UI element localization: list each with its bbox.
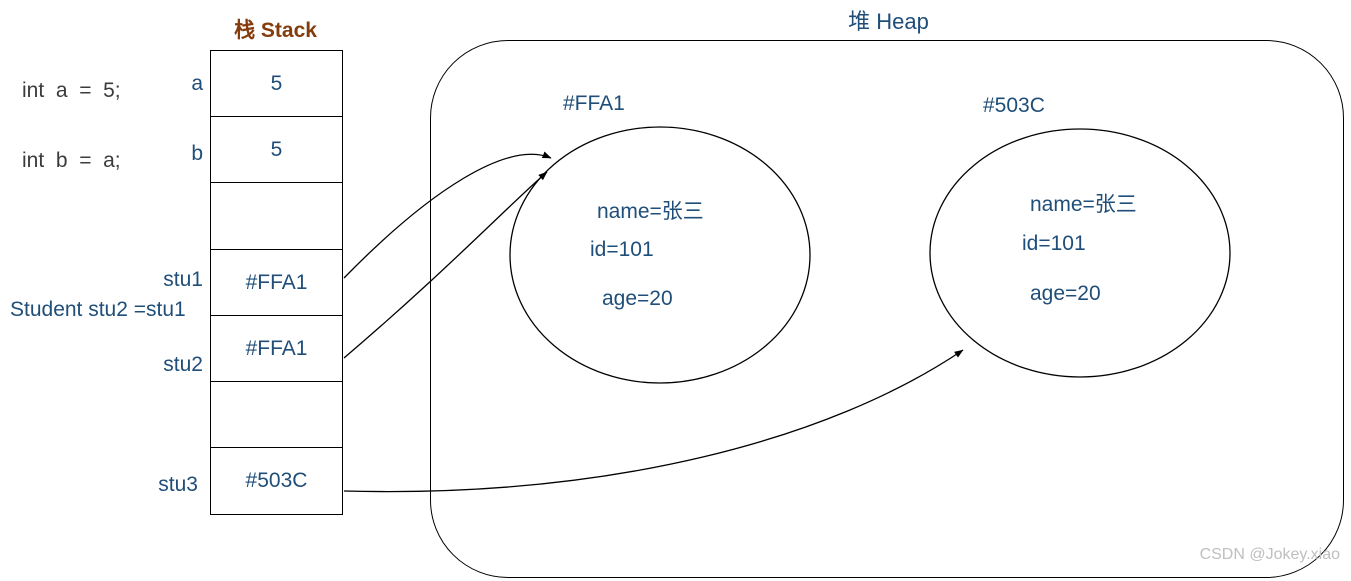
code-line-int-b: int b = a; bbox=[22, 149, 121, 172]
stack-cell-value: #FFA1 bbox=[245, 270, 308, 294]
heap-503c-name: name=张三 bbox=[1030, 193, 1137, 216]
watermark: CSDN @Jokey.xiao bbox=[1199, 546, 1340, 563]
heap-title: 堆 Heap bbox=[848, 9, 929, 34]
stack-cell-value: #FFA1 bbox=[245, 336, 308, 360]
heap-address-503c: #503C bbox=[983, 94, 1045, 117]
stack-var-label-stu1: stu1 bbox=[163, 268, 203, 291]
heap-address-ffa1: #FFA1 bbox=[563, 92, 625, 115]
heap-region bbox=[430, 40, 1344, 578]
stack-cell-value: 5 bbox=[270, 71, 283, 95]
stack-title: 栈 Stack bbox=[234, 19, 317, 42]
stack-cell-value: #503C bbox=[245, 469, 308, 493]
stack-var-label-b: b bbox=[191, 142, 203, 165]
heap-ffa1-age: age=20 bbox=[602, 287, 673, 310]
heap-ffa1-id: id=101 bbox=[590, 238, 654, 261]
stack-cell-a: 5 bbox=[210, 50, 343, 118]
stack-var-label-a: a bbox=[191, 72, 203, 95]
arrow-stu3-to-503c bbox=[343, 349, 964, 493]
stack-var-label-stu3: stu3 bbox=[158, 473, 198, 496]
stack-cell-b: 5 bbox=[210, 116, 343, 184]
heap-503c-id: id=101 bbox=[1022, 232, 1086, 255]
stack-cell-empty-2 bbox=[210, 381, 343, 449]
stack-cell-stu1: #FFA1 bbox=[210, 248, 343, 317]
code-line-student-decl: Student stu2 =stu1 bbox=[10, 298, 186, 321]
stack-var-label-stu2: stu2 bbox=[163, 353, 203, 376]
arrow-stu2-to-ffa1 bbox=[343, 171, 548, 359]
stack-table: 5 5 #FFA1 #FFA1 #503C bbox=[210, 50, 343, 516]
heap-object-503c-ellipse bbox=[929, 128, 1231, 378]
stack-cell-value: 5 bbox=[270, 138, 283, 162]
stack-cell-stu2: #FFA1 bbox=[210, 314, 343, 383]
arrow-stu1-to-ffa1 bbox=[343, 151, 552, 279]
stack-cell-stu3: #503C bbox=[210, 447, 343, 516]
heap-503c-age: age=20 bbox=[1030, 282, 1101, 305]
stack-cell-empty-1 bbox=[210, 182, 343, 251]
heap-object-ffa1-ellipse bbox=[509, 126, 811, 384]
code-line-int-a: int a = 5; bbox=[22, 79, 121, 102]
heap-ffa1-name: name=张三 bbox=[597, 200, 704, 223]
